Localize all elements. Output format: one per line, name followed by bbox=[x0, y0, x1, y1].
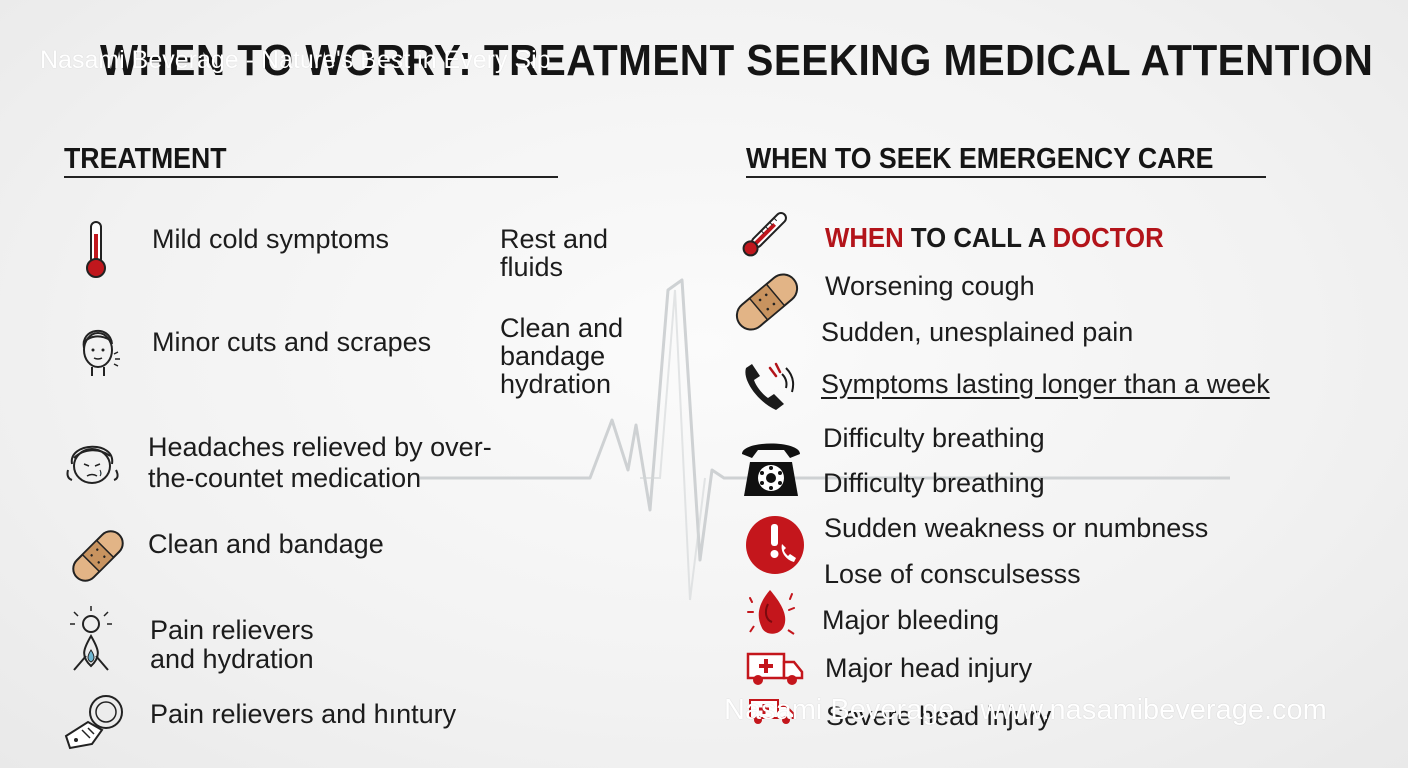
emergency-divider bbox=[746, 176, 1266, 178]
treatment-item-2: Minor cuts and scrapes bbox=[152, 327, 432, 357]
call-doctor-middle: TO CALL A bbox=[903, 222, 1053, 253]
rotary-telephone-icon bbox=[742, 443, 800, 496]
call-doctor-word-doctor: DOCTOR bbox=[1052, 222, 1164, 253]
emergency-phone-icon bbox=[746, 516, 804, 574]
thermometer-icon-emergency bbox=[742, 212, 787, 257]
thermometer-icon bbox=[86, 221, 106, 278]
phone-ringing-icon bbox=[745, 362, 795, 410]
treatment-heading: TREATMENT bbox=[64, 143, 227, 175]
emergency-item-1: Worsening cough bbox=[825, 271, 1035, 301]
emergency-item-3: Symptoms lasting longer than a week bbox=[821, 369, 1270, 399]
emergency-item-2: Sudden, unesplained pain bbox=[821, 317, 1134, 347]
emergency-item-10: Severe head injury bbox=[826, 701, 1052, 731]
emergency-item-6: Sudden weakness or numbness bbox=[824, 513, 1209, 543]
call-doctor-word-when: WHEN bbox=[825, 222, 904, 253]
side-note-1-line2: fluids bbox=[500, 252, 564, 282]
injured-hand-icon bbox=[64, 695, 123, 750]
ambulance-icon bbox=[746, 652, 804, 685]
watermark-top: Nasami Beverage - Nature's Best in Every… bbox=[40, 46, 551, 74]
face-icon bbox=[82, 329, 120, 376]
bandage-icon bbox=[72, 530, 124, 582]
side-note-2-line1: Clean and bbox=[500, 313, 624, 343]
emergency-item-4: Difficulty breathing bbox=[823, 423, 1045, 453]
emergency-item-5: Difficulty breathing bbox=[823, 468, 1045, 498]
treatment-item-3-line1: Headaches relieved by over- bbox=[148, 432, 492, 462]
emergency-item-8: Major bleeding bbox=[822, 605, 1000, 635]
emergency-item-7: Lose of consculsesss bbox=[824, 559, 1081, 589]
bleeding-icon bbox=[747, 590, 795, 635]
when-to-call-doctor-heading: WHEN TO CALL A DOCTOR bbox=[825, 222, 1164, 254]
treatment-item-6: Pain relievers and hıntury bbox=[150, 699, 457, 729]
page-title: WHEN TO WORRY: TREATMENT SEEKING MEDICAL… bbox=[100, 36, 1374, 85]
watermark-bottom: Nasami Beverage - www.nasamibeverage.com bbox=[724, 694, 1327, 726]
treatment-item-3-line2: the-countet medication bbox=[148, 463, 422, 493]
ambulance-small-icon bbox=[749, 699, 795, 724]
side-note-2-line2: bandage bbox=[500, 341, 606, 371]
treatment-item-5-line2: and hydration bbox=[150, 644, 314, 674]
bandage-icon-emergency bbox=[735, 273, 799, 331]
treatment-item-1: Mild cold symptoms bbox=[152, 224, 390, 254]
side-note-1-line1: Rest and bbox=[500, 224, 609, 254]
water-drop-icon bbox=[70, 606, 112, 671]
emergency-item-9: Major head injury bbox=[825, 653, 1033, 683]
emergency-heading: WHEN TO SEEK EMERGENCY CARE bbox=[746, 143, 1214, 175]
child-face-icon bbox=[66, 445, 119, 484]
side-note-2-line3: hydration bbox=[500, 369, 612, 399]
treatment-divider bbox=[64, 176, 558, 178]
treatment-item-4: Clean and bandage bbox=[148, 529, 384, 559]
treatment-item-5-line1: Pain relievers bbox=[150, 615, 314, 645]
